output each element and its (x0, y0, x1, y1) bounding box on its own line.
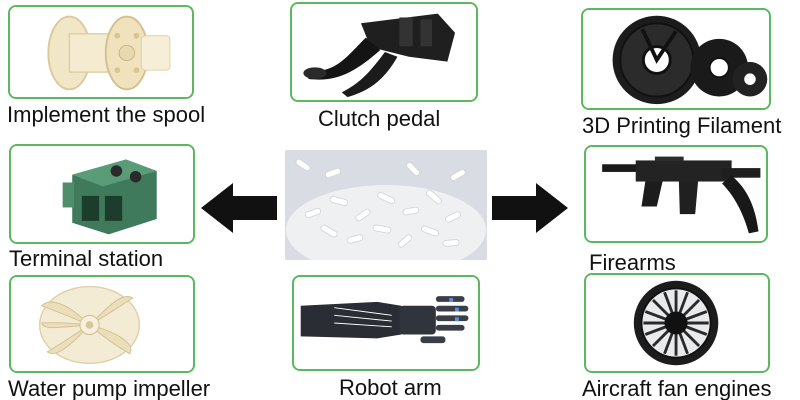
arrow-right-icon (492, 183, 568, 233)
spool-photo-icon (11, 7, 191, 97)
terminal-panel (9, 144, 195, 244)
fan-engine-photo-icon (587, 275, 767, 371)
firearm-photo-icon (587, 147, 765, 241)
clutch-panel (290, 2, 478, 102)
clutch-pedal-photo-icon (293, 4, 475, 100)
clutch-label: Clutch pedal (318, 106, 441, 131)
terminal-label: Terminal station (9, 246, 164, 271)
center-pellets-photo (285, 150, 487, 260)
impeller-photo-icon (12, 277, 192, 371)
filament-label: 3D Printing Filament (582, 113, 782, 138)
robot-arm-photo-icon (295, 277, 477, 369)
terminal-block-photo-icon (12, 146, 192, 242)
impeller-panel (9, 275, 195, 373)
filament-panel (581, 8, 771, 110)
spool-panel (8, 5, 194, 99)
robot-panel (292, 275, 480, 371)
spool-label: Implement the spool (7, 102, 206, 127)
white-plastic-pellets-photo-icon (285, 150, 487, 260)
fan-label: Aircraft fan engines (582, 376, 772, 400)
arrow-left-icon (201, 183, 277, 233)
firearms-label: Firearms (589, 250, 676, 275)
firearms-panel (584, 145, 768, 243)
filament-reel-photo-icon (584, 10, 768, 108)
impeller-label: Water pump impeller (8, 376, 211, 400)
fan-panel (584, 273, 770, 373)
robot-label: Robot arm (339, 375, 442, 400)
